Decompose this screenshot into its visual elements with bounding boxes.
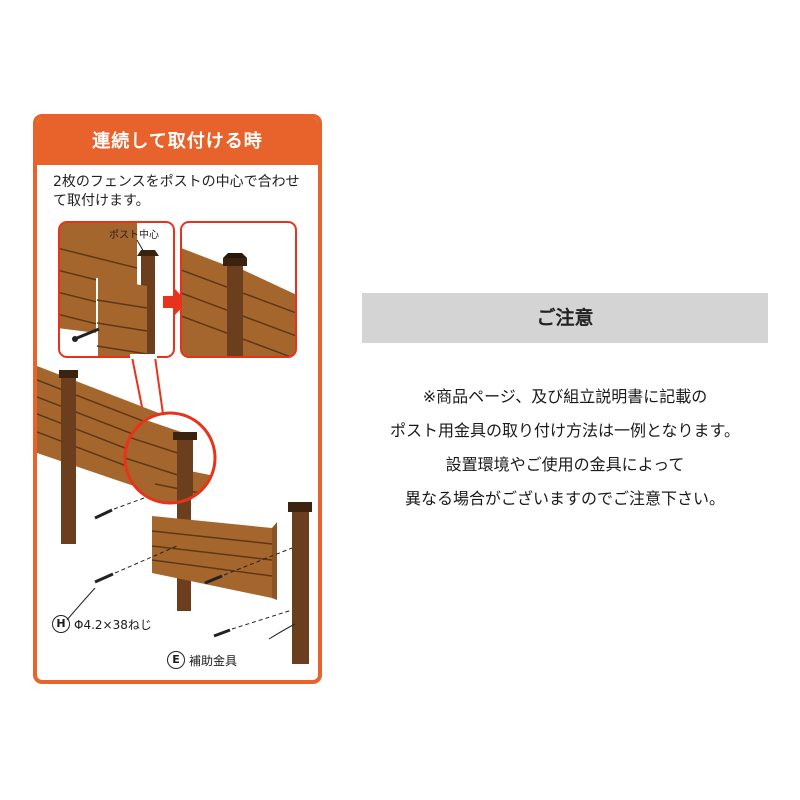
label-h-circle: H [52,615,70,633]
fence-illustration: ポスト中心 [37,221,312,664]
zoom-circle [123,411,217,505]
installation-panel: 連続して取付ける時 2枚のフェンスをポストの中心で合わせて取付けます。 [33,114,322,684]
label-h: H Φ4.2×38ねじ [52,615,152,633]
panel-title: 連続して取付ける時 [37,118,318,165]
label-e-text: 補助金具 [189,653,238,668]
label-e-circle: E [167,651,185,669]
detail-before-frame: ポスト中心 [58,221,175,358]
label-h-text: Φ4.2×38ねじ [74,617,152,632]
notice-body: ※商品ページ、及び組立説明書に記載の ポスト用金具の取り付け方法は一例となります… [340,380,790,516]
notice-title: ご注意 [362,293,768,343]
notice-line: ※商品ページ、及び組立説明書に記載の [422,387,708,406]
notice-line: 設置環境やご使用の金具によって [445,455,685,474]
panel-description: 2枚のフェンスをポストの中心で合わせて取付けます。 [53,174,300,209]
label-e: E 補助金具 [167,651,237,669]
notice-line: ポスト用金具の取り付け方法は一例となります。 [390,421,740,440]
detail-after-frame [180,221,297,358]
post-center-label: ポスト中心 [109,228,159,241]
notice-line: 異なる場合がございますのでご注意下さい。 [404,489,725,508]
